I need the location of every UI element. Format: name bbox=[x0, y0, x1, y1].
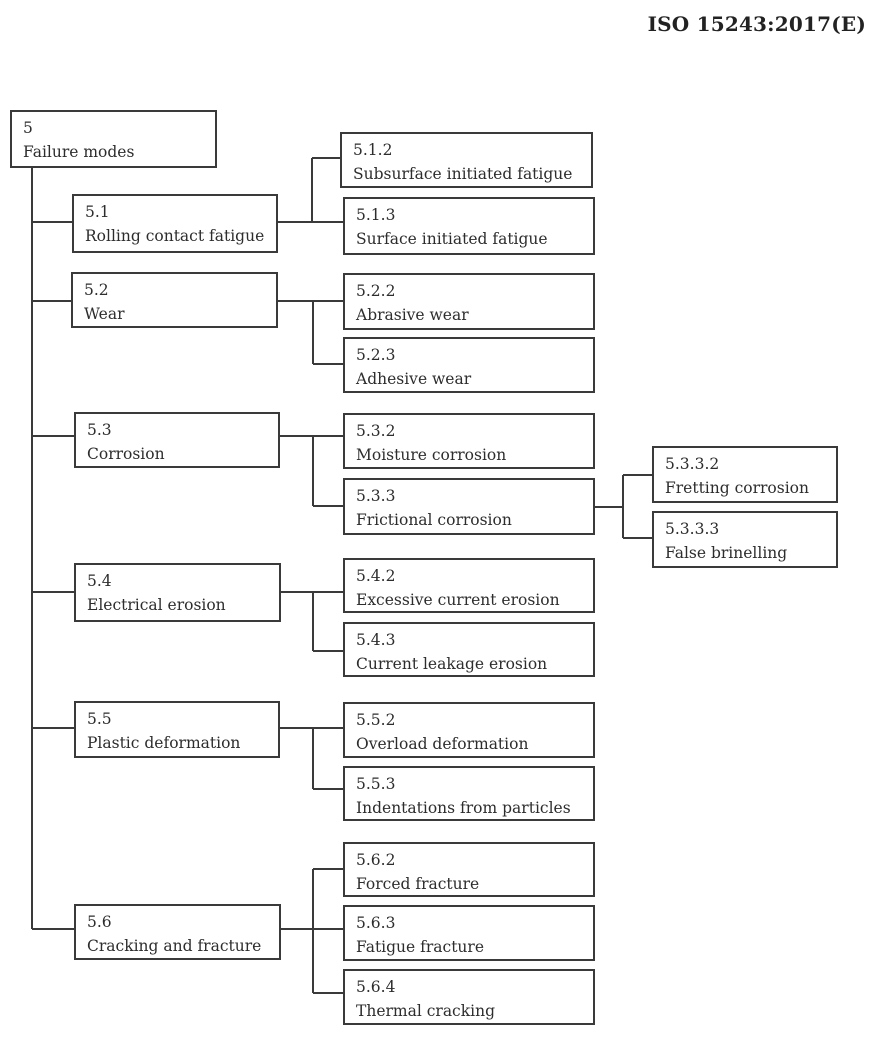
standard-reference-header: ISO 15243:2017(E) bbox=[647, 12, 866, 36]
node-label: Overload deformation bbox=[356, 735, 529, 753]
node-code: 5.4 bbox=[87, 572, 112, 590]
node-label: Rolling contact fatigue bbox=[85, 227, 265, 245]
node-label: Corrosion bbox=[87, 445, 165, 463]
node-label: Failure modes bbox=[23, 143, 135, 161]
node-label: Forced fracture bbox=[356, 875, 480, 893]
node-code: 5.6.3 bbox=[356, 914, 396, 932]
node-code: 5.1 bbox=[85, 203, 110, 221]
node-code: 5.4.2 bbox=[356, 567, 396, 585]
node-label: Subsurface initiated fatigue bbox=[353, 165, 573, 183]
node-label: Cracking and fracture bbox=[87, 937, 262, 955]
node-code: 5.4.3 bbox=[356, 631, 396, 649]
node-code: 5.2.2 bbox=[356, 282, 396, 300]
node-label: Thermal cracking bbox=[356, 1002, 495, 1020]
node-label: Excessive current erosion bbox=[356, 591, 560, 609]
node-code: 5.2 bbox=[84, 281, 109, 299]
node-code: 5.6 bbox=[87, 913, 112, 931]
node-code: 5.3.3.2 bbox=[665, 455, 720, 473]
node-label: Plastic deformation bbox=[87, 734, 241, 752]
node-code: 5.6.2 bbox=[356, 851, 396, 869]
node-label: Abrasive wear bbox=[356, 306, 469, 324]
node-code: 5.3.3.3 bbox=[665, 520, 720, 538]
node-code: 5.3.3 bbox=[356, 487, 396, 505]
node-label: Adhesive wear bbox=[356, 370, 472, 388]
node-label: Surface initiated fatigue bbox=[356, 230, 548, 248]
node-label: Indentations from particles bbox=[356, 799, 571, 817]
node-code: 5.3.2 bbox=[356, 422, 396, 440]
node-label: Fatigue fracture bbox=[356, 938, 484, 956]
node-label: False brinelling bbox=[665, 544, 788, 562]
node-code: 5 bbox=[23, 119, 33, 137]
node-code: 5.5.2 bbox=[356, 711, 396, 729]
node-code: 5.5 bbox=[87, 710, 112, 728]
node-label: Electrical erosion bbox=[87, 596, 226, 614]
node-label: Moisture corrosion bbox=[356, 446, 507, 464]
node-label: Current leakage erosion bbox=[356, 655, 548, 673]
node-label: Frictional corrosion bbox=[356, 511, 512, 529]
node-label: Wear bbox=[84, 305, 125, 323]
node-code: 5.1.2 bbox=[353, 141, 393, 159]
node-code: 5.5.3 bbox=[356, 775, 396, 793]
node-label: Fretting corrosion bbox=[665, 479, 809, 497]
node-code: 5.1.3 bbox=[356, 206, 396, 224]
node-code: 5.2.3 bbox=[356, 346, 396, 364]
node-code: 5.3 bbox=[87, 421, 112, 439]
node-code: 5.6.4 bbox=[356, 978, 396, 996]
